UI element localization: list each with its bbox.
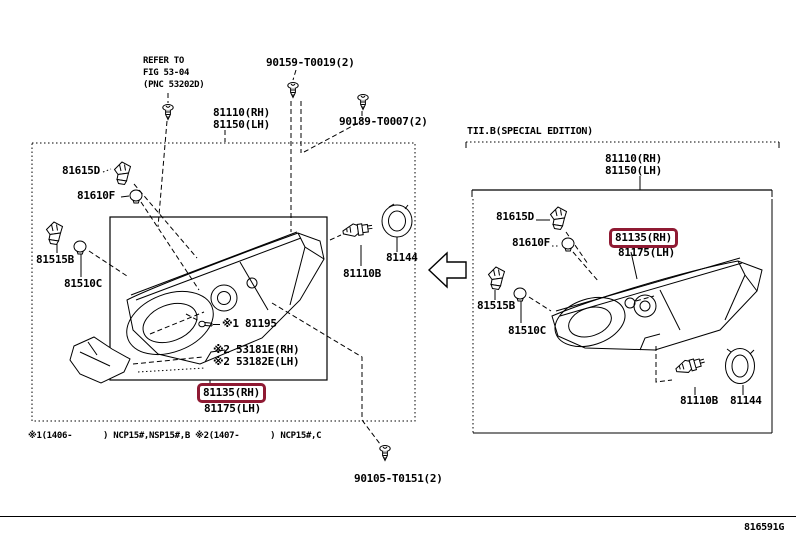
part-label-81144-left[interactable]: 81144 xyxy=(386,251,418,264)
part-label-90159-t0019[interactable]: 90159-T0019(2) xyxy=(266,56,355,69)
part-label-81615d-left[interactable]: 81615D xyxy=(62,164,100,177)
left-assembly-title-lh[interactable]: 81150(LH) xyxy=(213,118,270,131)
left-headlamp-box xyxy=(109,216,328,381)
part-label-81175-lh-right[interactable]: 81175(LH) xyxy=(618,246,675,259)
left-assembly-frame xyxy=(31,142,416,422)
small-screw-icon xyxy=(198,320,213,328)
arrow-left-icon xyxy=(427,251,467,289)
part-label-81510c-left[interactable]: 81510C xyxy=(64,277,102,290)
part-label-81510c-right[interactable]: 81510C xyxy=(508,324,546,337)
retainer-part-art xyxy=(69,336,131,384)
part-label-81144-right[interactable]: 81144 xyxy=(730,394,762,407)
part-label-81615d-right[interactable]: 81615D xyxy=(496,210,534,223)
part-label-90189-t0007[interactable]: 90189-T0007(2) xyxy=(339,115,428,128)
headlamp-bulb-icon xyxy=(341,220,374,239)
refer-note-line2: FIG 53-04 xyxy=(143,68,190,78)
right-assembly-title-rh[interactable]: 81110(RH) xyxy=(605,152,662,165)
part-label-81195[interactable]: ※1 81195 xyxy=(222,317,277,330)
part-label-81110b-left[interactable]: 81110B xyxy=(343,267,381,280)
left-assembly-title-rh[interactable]: 81110(RH) xyxy=(213,106,270,119)
part-label-81515b-left[interactable]: 81515B xyxy=(36,253,74,266)
right-assembly-frame xyxy=(465,141,780,434)
right-assembly-header: TII.B(SPECIAL EDITION) xyxy=(467,126,593,137)
refer-note-line1: REFER TO xyxy=(143,56,184,66)
part-label-81110b-right[interactable]: 81110B xyxy=(680,394,718,407)
part-label-81175-lh-left[interactable]: 81175(LH) xyxy=(204,402,261,415)
right-headlamp-art xyxy=(551,257,763,351)
right-assembly-title-lh[interactable]: 81150(LH) xyxy=(605,164,662,177)
cap-icon xyxy=(381,203,413,238)
part-label-53181e-rh[interactable]: ※2 53181E(RH) xyxy=(213,343,300,356)
part-label-81610f-right[interactable]: 81610F xyxy=(512,236,550,249)
highlighted-part-81135-rh-left[interactable]: 81135(RH) xyxy=(197,383,266,403)
left-headlamp-art xyxy=(126,231,325,365)
headlamp-bulb-icon xyxy=(673,354,707,376)
footnote: ※1(1406- ) NCP15#,NSP15#,B ※2(1407- ) NC… xyxy=(28,431,322,441)
part-label-90105-t0151[interactable]: 90105-T0151(2) xyxy=(354,472,443,485)
part-label-81515b-right[interactable]: 81515B xyxy=(477,299,515,312)
cap-icon xyxy=(725,348,755,384)
part-label-81610f-left[interactable]: 81610F xyxy=(77,189,115,202)
refer-note-line3: (PNC 53202D) xyxy=(143,80,205,90)
diagram-code: 816591G xyxy=(744,522,785,533)
highlighted-part-81135-rh-right[interactable]: 81135(RH) xyxy=(609,228,678,248)
part-label-53182e-lh[interactable]: ※2 53182E(LH) xyxy=(213,355,300,368)
